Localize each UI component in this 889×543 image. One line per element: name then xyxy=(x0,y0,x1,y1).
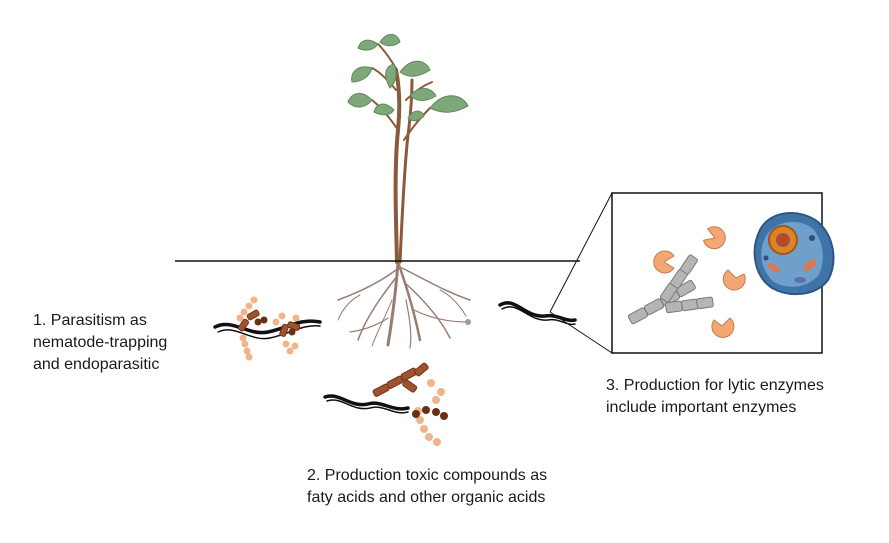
zoom-connector xyxy=(549,192,613,354)
caption-toxic-compounds-line-2: faty acids and other organic acids xyxy=(307,489,546,506)
caption-parasitism-line-1: 1. Parasitism as xyxy=(33,312,147,329)
caption-lytic-enzymes: 3. Production for lytic enzymes include … xyxy=(606,375,824,419)
caption-parasitism-line-2: nematode-trapping xyxy=(33,334,168,351)
nematode-icon xyxy=(213,301,577,414)
fungal-cell-icon xyxy=(753,211,835,296)
fungal-hypha-icon xyxy=(372,362,429,397)
caption-lytic-enzymes-line-1: 3. Production for lytic enzymes xyxy=(606,377,824,394)
plant-icon xyxy=(337,34,471,349)
spore-icon xyxy=(412,379,448,446)
fungal-hypha-icon xyxy=(627,254,714,325)
caption-parasitism: 1. Parasitism as nematode-trapping and e… xyxy=(33,310,167,376)
caption-lytic-enzymes-line-2: include important enzymes xyxy=(606,399,797,416)
spore-icon xyxy=(236,296,300,361)
caption-toxic-compounds-line-1: 2. Production toxic compounds as xyxy=(307,467,548,484)
caption-toxic-compounds: 2. Production toxic compounds as faty ac… xyxy=(307,465,547,509)
fungal-hypha-icon xyxy=(237,309,301,337)
caption-parasitism-line-3: and endoparasitic xyxy=(33,356,160,373)
enzyme-icon xyxy=(653,226,746,338)
